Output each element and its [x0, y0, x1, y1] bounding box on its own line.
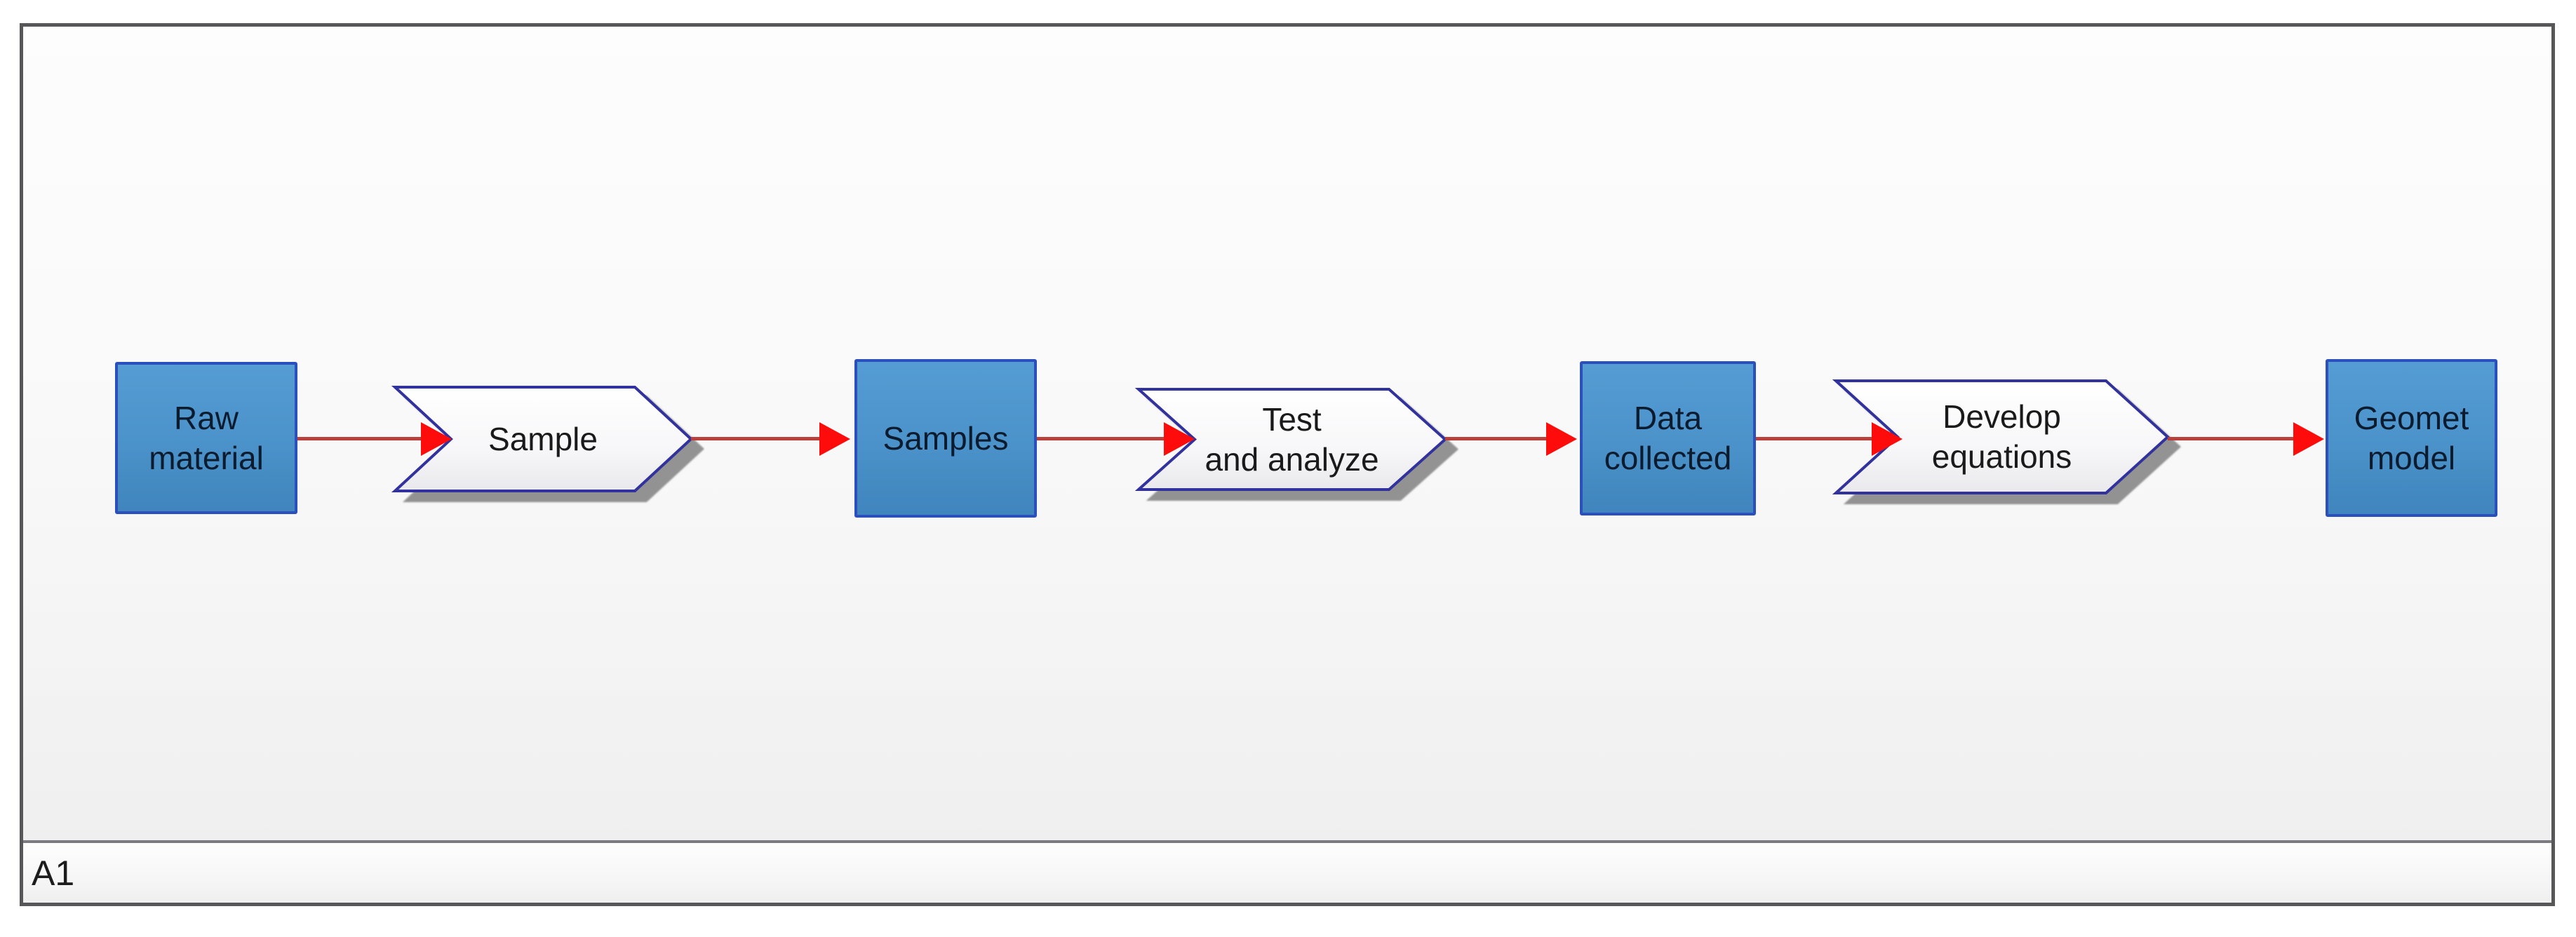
connector-line: [1445, 437, 1549, 440]
arrowhead-icon: [819, 422, 850, 456]
node-sample: Sample: [391, 386, 693, 492]
footer-strip: A1: [23, 840, 2551, 903]
node-label-line: Develop: [1943, 398, 2061, 435]
node-label-line: Test: [1262, 400, 1322, 438]
connector-line: [297, 437, 424, 440]
node-test-and-analyze: Test and analyze: [1134, 388, 1448, 491]
slide-label: A1: [32, 853, 75, 893]
node-data-collected: Data collected: [1580, 361, 1756, 515]
node-label-line: Data: [1633, 400, 1703, 436]
node-label-line: Samples: [883, 419, 1009, 457]
node-samples: Samples: [854, 359, 1037, 518]
node-label-line: material: [149, 439, 264, 476]
connector-line: [691, 437, 821, 440]
arrowhead-icon: [1872, 422, 1903, 456]
node-label-line: Raw: [173, 399, 239, 436]
node-geomet-model: Geomet model: [2326, 359, 2497, 517]
chevron-shape: [1134, 388, 1448, 491]
node-label-line: collected: [1604, 440, 1732, 476]
node-label-line: model: [2367, 439, 2456, 476]
node-label-line: equations: [1931, 438, 2072, 475]
node-label-line: Geomet: [2354, 399, 2469, 436]
connector-line: [1756, 437, 1874, 440]
connector-line: [1037, 437, 1166, 440]
arrowhead-icon: [1546, 422, 1577, 456]
node-develop-equations: Develop equations: [1832, 379, 2170, 494]
arrowhead-icon: [421, 422, 452, 456]
node-raw-material: Raw material: [115, 362, 297, 514]
node-label-line: and analyze: [1205, 440, 1379, 478]
connector-line: [2168, 437, 2295, 440]
node-label-line: Sample: [488, 420, 598, 457]
arrowhead-icon: [2293, 422, 2324, 456]
arrowhead-icon: [1164, 422, 1195, 456]
